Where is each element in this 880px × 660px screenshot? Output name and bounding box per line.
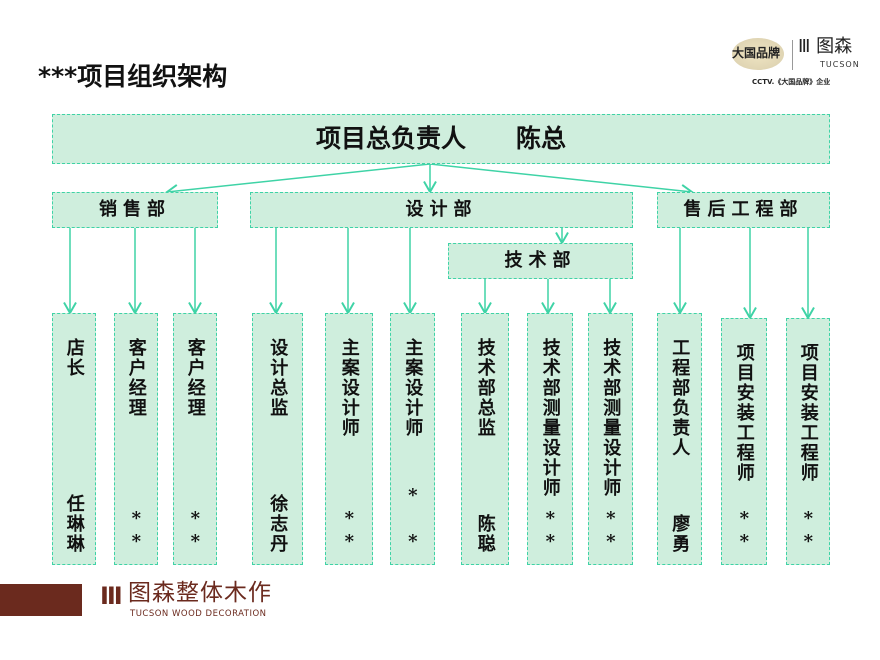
leaf-person: * * <box>402 485 424 554</box>
brand-text: 大国品牌 <box>732 46 781 60</box>
leaf-box: 项目安装工程师 ** <box>721 318 767 565</box>
leaf-role: 主案设计师 <box>338 338 360 438</box>
leaf-role: 设计总监 <box>267 338 289 418</box>
brand-emblem <box>732 38 784 70</box>
leaf-person: ** <box>539 508 561 554</box>
leaf-role: 主案设计师 <box>402 338 424 438</box>
tucson-name-text: 图森 <box>816 36 853 57</box>
connector-arrow <box>165 163 431 198</box>
logo-divider <box>792 40 793 70</box>
leaf-box: 客户经理 ** <box>173 313 217 565</box>
leaf-role: 技术部总监 <box>474 338 496 438</box>
dept-design: 设计部 <box>250 192 633 228</box>
leaf-person: ** <box>733 508 755 554</box>
leaf-person: ** <box>125 508 147 554</box>
leaf-person: ** <box>600 508 622 554</box>
dept-sales: 销售部 <box>52 192 218 228</box>
dept-tech: 技术部 <box>448 243 633 279</box>
leaf-person: 陈聪 <box>474 514 496 554</box>
leaf-box: 技术部总监陈聪 <box>461 313 509 565</box>
footer-cn: 图森整体木作 <box>128 580 272 606</box>
tucson-name: Ⅲ 图森 <box>798 36 853 57</box>
leaf-role: 工程部负责人 <box>669 338 691 458</box>
leaf-box: 设计总监徐志丹 <box>252 313 303 565</box>
leaf-role: 店长 <box>63 338 85 378</box>
page-title: ***项目组织架构 <box>38 62 228 91</box>
dept-aftersales: 售后工程部 <box>657 192 830 228</box>
brand-logo: 大国品牌 Ⅲ 图森 TUCSON CCTV.《大国品牌》企业 <box>724 36 874 94</box>
leaf-box: 工程部负责人廖勇 <box>657 313 702 565</box>
leaf-role: 技术部测量设计师 <box>600 338 622 498</box>
leaf-person: 任琳琳 <box>63 494 85 554</box>
tucson-en: TUCSON <box>820 60 860 69</box>
leaf-box: 店长任琳琳 <box>52 313 96 565</box>
leaf-box: 主案设计师 * * <box>390 313 435 565</box>
leaf-box: 项目安装工程师 ** <box>786 318 830 565</box>
leaf-box: 技术部测量设计师 ** <box>527 313 573 565</box>
cctv-tagline: CCTV.《大国品牌》企业 <box>752 78 831 86</box>
tucson-mark-icon: Ⅲ <box>100 582 123 610</box>
leaf-person: 廖勇 <box>669 514 691 554</box>
leaf-role: 项目安装工程师 <box>797 343 819 483</box>
leaf-box: 技术部测量设计师 ** <box>588 313 633 565</box>
leaf-role: 客户经理 <box>125 338 147 418</box>
leaf-person: 徐志丹 <box>267 494 289 554</box>
leaf-role: 项目安装工程师 <box>733 343 755 483</box>
leaf-person: ** <box>184 508 206 554</box>
leaf-person: ** <box>338 508 360 554</box>
leaf-box: 客户经理 ** <box>114 313 158 565</box>
head-label: 项目总负责人 陈总 <box>315 124 566 153</box>
footer-en: TUCSON WOOD DECORATION <box>130 609 267 619</box>
head-box: 项目总负责人 陈总 <box>52 114 830 164</box>
leaf-role: 技术部测量设计师 <box>539 338 561 498</box>
leaf-role: 客户经理 <box>184 338 206 418</box>
footer-bar <box>0 584 82 616</box>
leaf-box: 主案设计师 ** <box>325 313 373 565</box>
connector-arrow <box>429 163 694 198</box>
leaf-person: ** <box>797 508 819 554</box>
